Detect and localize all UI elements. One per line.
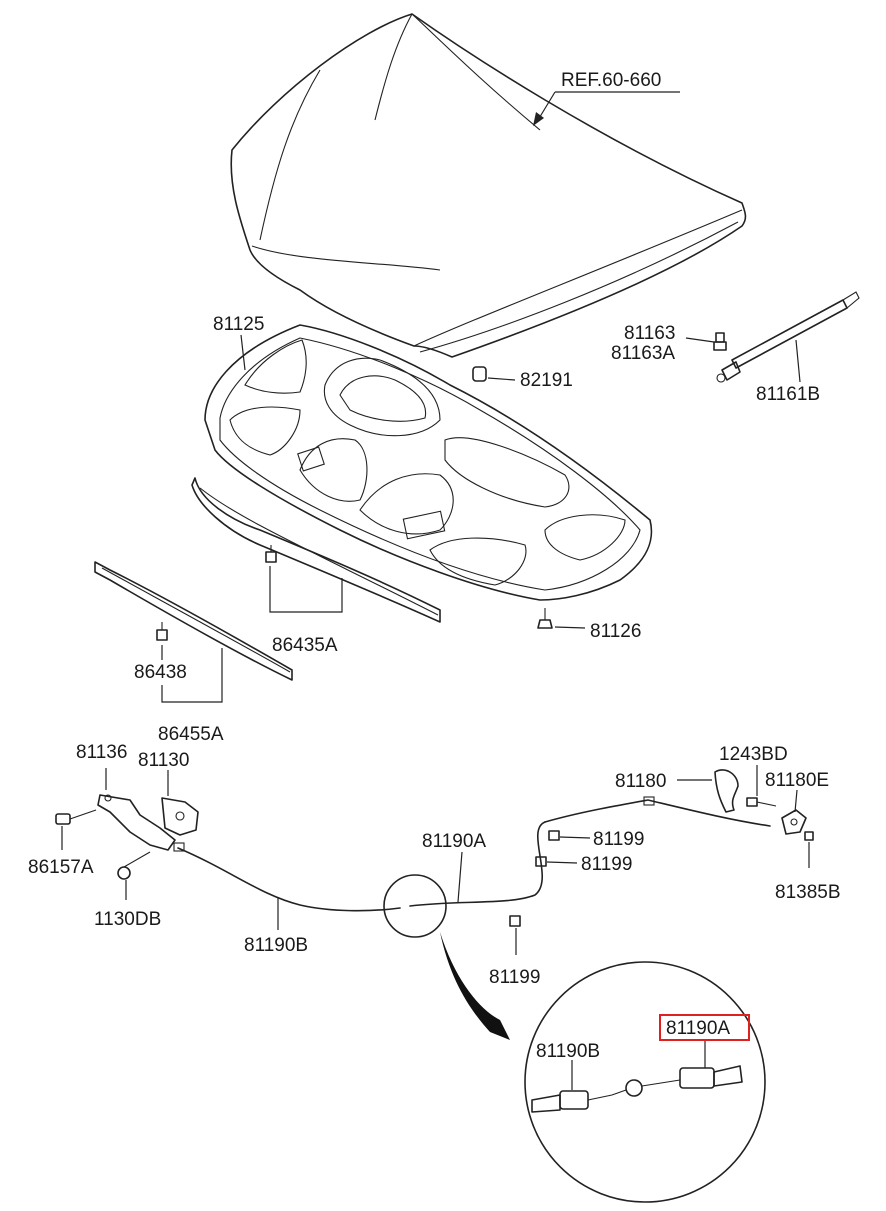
label-86438: 86438 [134,662,187,683]
highlight-box [659,1014,750,1041]
label-81163: 81163 [624,323,675,344]
clip-81199-c [509,915,521,927]
label-1243BD: 1243BD [719,744,788,765]
label-82191: 82191 [520,370,573,391]
detail-circle-large [524,961,766,1203]
leader-81180E [794,789,798,813]
label-81190B: 81190B [244,935,308,956]
clip-86435A [265,545,277,563]
label-81180: 81180 [615,771,666,792]
latch-81130 [161,797,199,836]
leader-81163 [685,337,715,343]
nut-1130DB [117,851,151,880]
latch-bracket-81136 [97,794,176,851]
clip-81199-a [548,830,560,841]
clip-86438 [156,622,168,641]
label-81163A: 81163A [611,343,675,364]
release-cable [173,796,771,912]
lever-81180E [781,809,807,835]
hood-inner-panel [204,324,653,601]
label-81161B: 81161B [756,384,820,405]
label-81385B: 81385B [775,882,841,903]
detail-cable-connector [531,1065,743,1113]
hood-panel [230,13,747,358]
label-81125: 81125 [213,314,264,335]
ref-arrowhead [533,112,544,126]
clip-81385B [804,831,814,841]
label-86435A: 86435A [272,635,338,656]
weatherstrip-86435A [191,477,441,623]
leader-81190A [457,851,463,903]
bolt-86157A [55,809,97,825]
label-81136: 81136 [76,742,127,763]
leader-81161B [795,339,801,383]
label-86455A: 86455A [158,724,224,745]
lift-support-81161B [716,291,860,383]
label-81126: 81126 [590,621,641,642]
label-detail-81190A: 81190A [666,1018,730,1039]
leader-81199-a [559,836,591,839]
leader-81199-b [546,861,578,864]
clip-81199-b [535,856,547,867]
leader-86455A [161,648,223,703]
release-handle-81180 [714,769,739,813]
label-81199-b: 81199 [581,854,632,875]
label-81190A: 81190A [422,831,486,852]
magnify-arrow [440,932,510,1040]
bolt-1243BD [746,797,777,807]
clip-81126 [537,608,553,629]
label-ref-60-660: REF.60-660 [561,70,661,91]
leader-86435A [269,566,343,613]
label-81180E: 81180E [765,770,829,791]
label-81199-a: 81199 [593,829,644,850]
leader-81125 [240,334,246,371]
label-81199-c: 81199 [489,967,540,988]
label-86157A: 86157A [28,857,94,878]
leader-82191 [487,377,516,381]
detail-circle-small [383,874,447,938]
label-1130DB: 1130DB [94,909,161,930]
stud-81163 [713,332,727,351]
seal-strip-86455A [94,561,293,681]
label-detail-81190B: 81190B [536,1041,600,1062]
label-81130: 81130 [138,750,189,771]
bumper-82191 [472,366,487,382]
ref-arrow-line [537,91,556,121]
leader-81126 [554,626,586,629]
